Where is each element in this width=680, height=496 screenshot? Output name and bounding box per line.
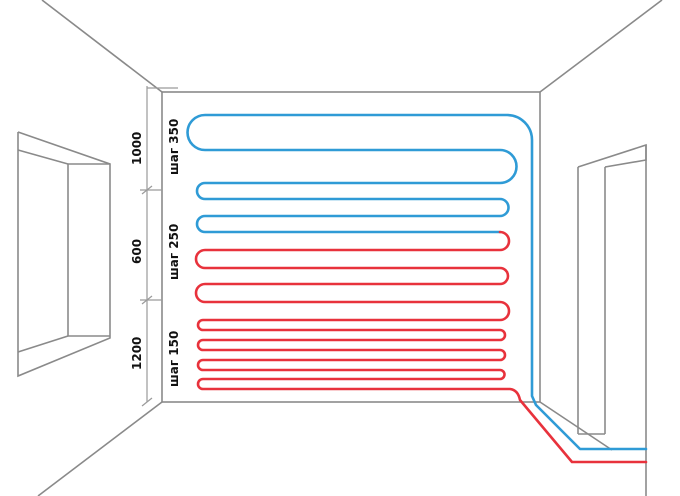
dimension-tick-bottom bbox=[141, 397, 153, 407]
back-wall bbox=[161, 91, 541, 403]
zone-middle-step-label: шаг 250 bbox=[167, 223, 181, 280]
floor-right-edge bbox=[539, 401, 613, 451]
zone-bottom-height-label: 1200 bbox=[130, 336, 144, 370]
left-window bbox=[17, 131, 111, 378]
zone-top-step-label: шаг 350 bbox=[167, 118, 181, 175]
zone-bottom-step-label: шаг 150 bbox=[167, 330, 181, 387]
floor-left-edge bbox=[37, 401, 163, 496]
supply-pipe bbox=[194, 230, 648, 464]
ceiling-right-edge bbox=[539, 0, 663, 93]
ceiling-left-edge bbox=[41, 0, 163, 93]
return-pipe bbox=[186, 113, 648, 451]
zone-top-height-label: 1000 bbox=[130, 131, 144, 165]
zone-middle-height-label: 600 bbox=[130, 238, 144, 264]
right-door bbox=[577, 143, 647, 496]
